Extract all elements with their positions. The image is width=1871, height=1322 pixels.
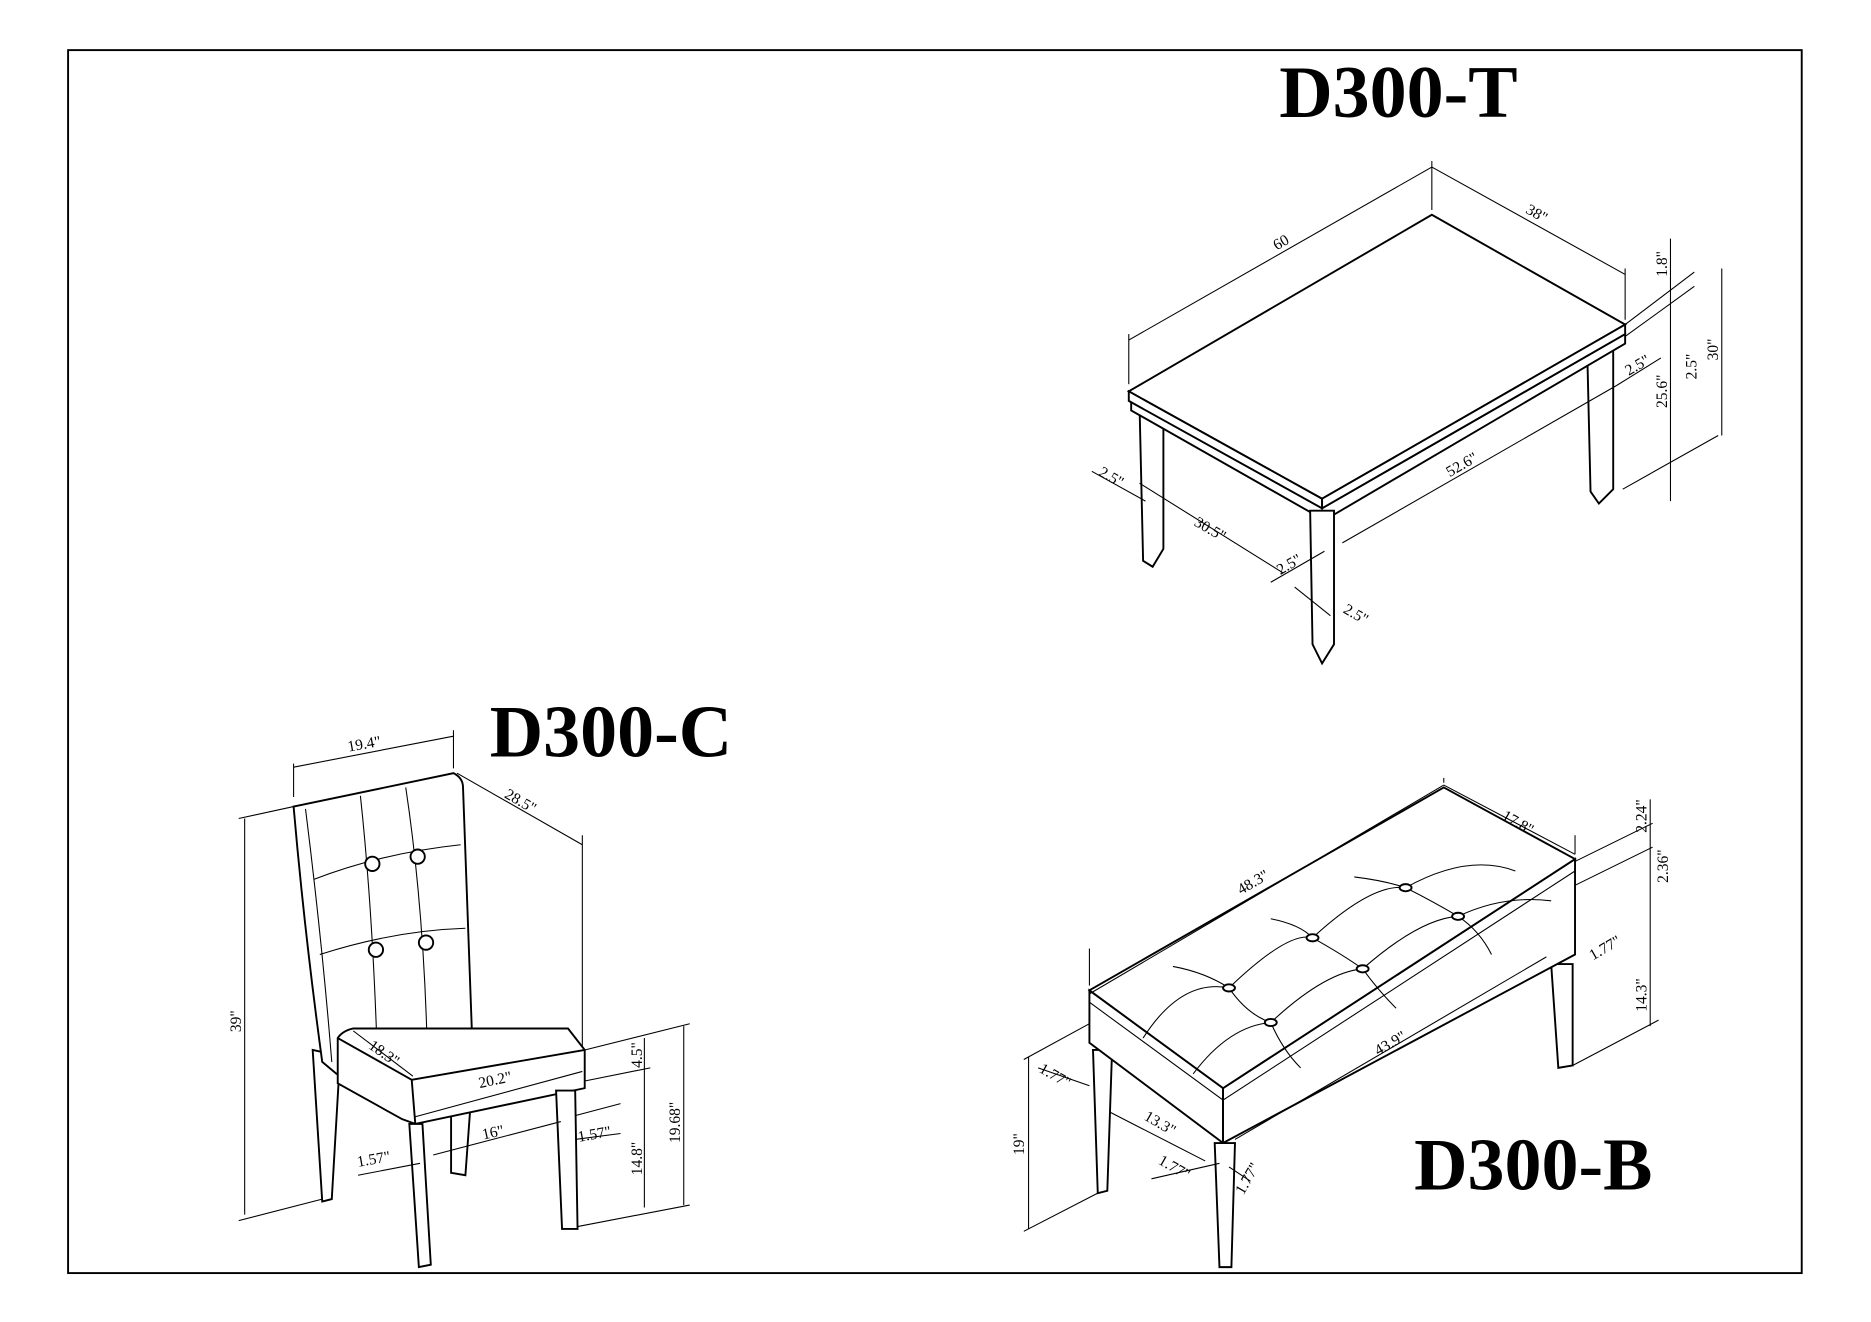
table-leg-width-label-3: 2.5" [1340,601,1371,629]
bench-height-label: 19" [1011,1133,1028,1155]
chair-seat-thickness-label: 4.5" [629,1042,646,1068]
table-leg-span-short-label: 30.5" [1191,514,1228,545]
bench-leg-height-label: 14.3" [1634,978,1651,1011]
chair-leg-span-label: 16" [481,1122,506,1143]
bench-leg-front [1213,1142,1236,1269]
chair-backrest [292,772,474,1075]
chair-buttons [364,848,435,958]
table-title: D300-T [1279,52,1517,134]
table-width-label: 38" [1523,201,1550,227]
table-apron-label: 2.5" [1684,354,1701,380]
bench-leg-back [1550,963,1574,1069]
bench-drawing: D300-B [1011,777,1672,1269]
table-top-edge-right [1321,322,1627,510]
table-top [1126,213,1628,500]
table-leg-width-label-2: 2.5" [1274,551,1305,579]
chair-height-label: 39" [228,1010,245,1032]
table-drawing: D300-T 60 38" 1.8" 2.5" 30" 25.6" [1091,52,1723,666]
table-leg-span-long-label: 52.6" [1443,449,1480,480]
chair-seat-height-label: 19.68" [667,1102,684,1143]
chair-front-leg-right [555,1089,579,1230]
bench-leg-width-front1-label: 1.77" [1155,1152,1192,1183]
chair-leg-width-right-label: 1.57" [576,1123,612,1146]
table-leg-inset-label: 2.5" [1622,352,1653,380]
chair-leg-width-left-label: 1.57" [356,1148,392,1171]
table-length-label: 60 [1270,231,1292,254]
bench-title: D300-B [1414,1125,1652,1207]
table-leg-height-label: 25.6" [1654,375,1671,408]
table-leg-left [1138,404,1165,569]
bench-cushion-label: 2.24" [1634,799,1651,832]
bench-frame-label: 2.36" [1655,849,1672,882]
table-top-thickness-label: 1.8" [1654,251,1671,277]
chair-leg-height-label: 14.8" [629,1142,646,1175]
chair-back-leg-right [450,1108,472,1177]
chair-tufting [313,787,466,1050]
bench-dimension-lines [1023,777,1659,1232]
chair-title: D300-C [490,691,732,773]
chair-width-label: 19.4" [346,733,382,756]
table-leg-front [1309,509,1335,666]
table-dimension-lines [1091,161,1723,617]
bench-leg-width-right-label: 1.77" [1586,932,1623,963]
chair-drawing: D300-C [228,691,732,1269]
chair-seat-width-label: 20.2" [477,1068,513,1092]
table-height-label: 30" [1705,339,1722,361]
table-leg-width-label-1: 2.5" [1096,464,1127,492]
bench-leg-width-front2-label: 1.77" [1232,1160,1263,1197]
drawing-border [67,49,1803,1275]
chair-depth-label: 28.5" [502,786,539,817]
bench-leg-width-left-label: 1.77" [1036,1060,1073,1091]
bench-leg-span-short-label: 13.3" [1141,1108,1178,1139]
chair-front-leg-left [408,1122,432,1269]
bench-leg-left [1092,1049,1114,1195]
chair-dimension-lines [238,730,690,1228]
bench-buttons [1222,883,1466,1028]
